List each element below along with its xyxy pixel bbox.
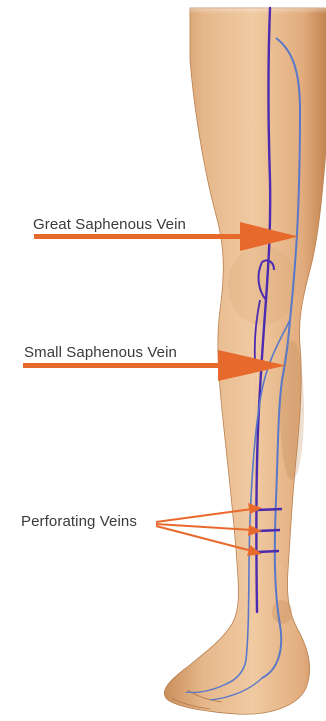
perforator-1 — [258, 509, 282, 510]
perforating-veins-label: Perforating Veins — [21, 513, 137, 530]
perforator-3 — [258, 551, 279, 552]
knee-shading — [228, 245, 296, 325]
thigh-fade — [190, 8, 326, 80]
calf-shading — [280, 340, 304, 480]
great-saphenous-vein-label: Great Saphenous Vein — [33, 216, 186, 233]
small-saphenous-vein-label: Small Saphenous Vein — [24, 344, 177, 361]
ankle-bone — [272, 600, 292, 624]
